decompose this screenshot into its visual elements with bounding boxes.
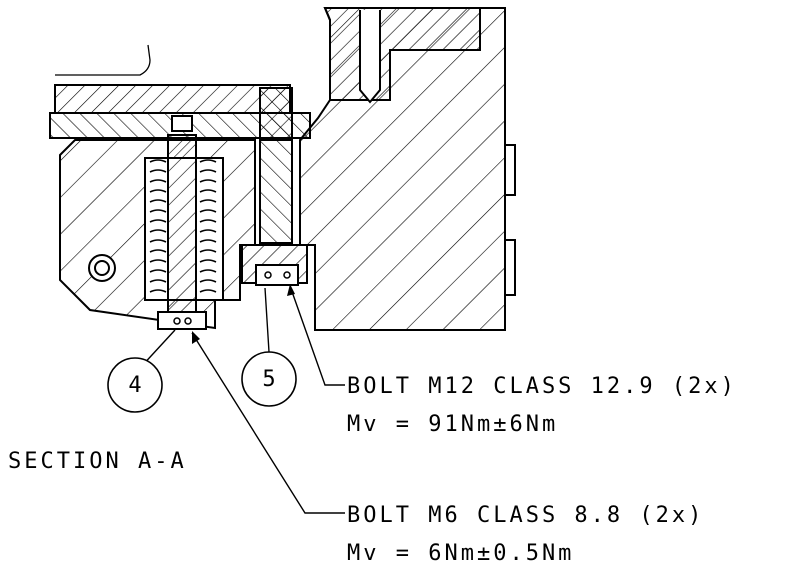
plate-key bbox=[171, 115, 193, 132]
right-tab-upper bbox=[504, 144, 516, 196]
m12-bolt-dot-1 bbox=[264, 271, 272, 279]
bolt-m12-torque: Mv = 91Nm±6Nm bbox=[347, 412, 558, 437]
pin-hole bbox=[359, 10, 381, 104]
right-tab-lower bbox=[504, 239, 516, 296]
item-number-5: 5 bbox=[262, 367, 275, 392]
item-bubble-4 bbox=[107, 357, 163, 413]
spring-rod bbox=[167, 134, 197, 316]
bolt-m6-label: BOLT M6 CLASS 8.8 (2x) bbox=[347, 503, 704, 528]
item-number-4: 4 bbox=[128, 373, 141, 398]
bolt-m12-label: BOLT M12 CLASS 12.9 (2x) bbox=[347, 374, 737, 399]
rod-foot bbox=[157, 311, 207, 330]
leader-m12 bbox=[289, 285, 345, 386]
leader-m6-arrow bbox=[192, 331, 200, 344]
bolt-post-upper bbox=[259, 87, 293, 141]
bolt-m6-torque: Mv = 6Nm±0.5Nm bbox=[347, 541, 574, 566]
section-title: SECTION A-A bbox=[8, 449, 187, 474]
m12-bolt-dot-2 bbox=[283, 271, 291, 279]
m12-bolt-head bbox=[255, 264, 299, 286]
item-bubble-5 bbox=[241, 351, 297, 407]
m6-bolt-dot-1 bbox=[173, 317, 181, 325]
spring-coil-left bbox=[149, 159, 167, 293]
set-screw-inner bbox=[94, 260, 110, 276]
m6-bolt-dot-2 bbox=[184, 317, 192, 325]
leader-m6 bbox=[191, 332, 345, 514]
spring-coil-right bbox=[199, 159, 217, 293]
break-line bbox=[55, 44, 151, 76]
leader-item-5 bbox=[264, 287, 270, 353]
top-plate bbox=[54, 84, 291, 114]
leader-m12-arrow bbox=[287, 284, 295, 296]
